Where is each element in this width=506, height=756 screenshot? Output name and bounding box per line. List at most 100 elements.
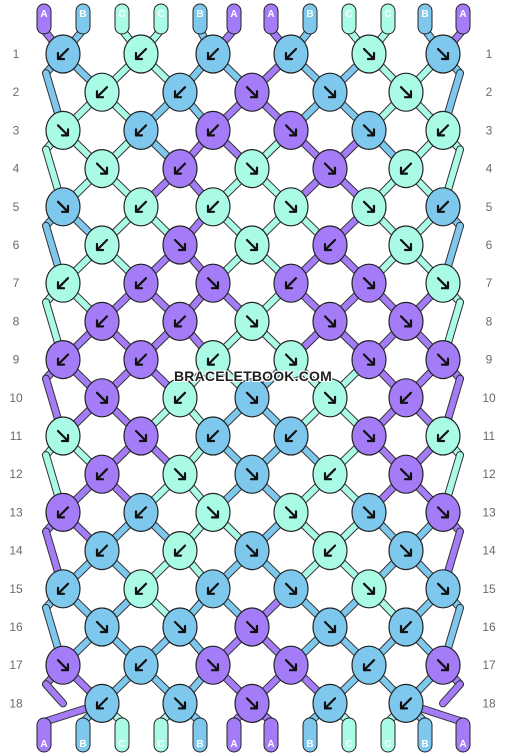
row-label-left: 8: [13, 314, 20, 328]
arrow-down-right-icon: [323, 86, 337, 99]
knot: [162, 72, 198, 112]
knot: [123, 492, 159, 533]
knot: [273, 340, 309, 380]
knot: [123, 110, 159, 150]
knot: [388, 225, 424, 265]
row-label-left: 15: [9, 582, 23, 596]
arrow-down-left-icon: [436, 124, 450, 137]
knot: [312, 607, 348, 647]
arrow-down-left-icon: [206, 200, 220, 213]
arrow-down-right-icon: [245, 697, 259, 710]
knot: [388, 530, 424, 571]
arrow-down-right-icon: [245, 238, 259, 252]
knot: [312, 454, 348, 494]
thread-segment: [440, 681, 463, 707]
row-label-left: 9: [13, 353, 20, 367]
knot: [162, 378, 198, 418]
knot: [123, 569, 159, 609]
thread-stub: [263, 717, 279, 753]
knot: [84, 301, 120, 341]
thread-end-bottom: A: [263, 717, 279, 753]
row-label-left: 2: [13, 85, 20, 99]
thread-end-top: A: [263, 3, 279, 35]
thread-stub: [226, 3, 242, 35]
knot: [425, 340, 461, 380]
thread-letter: B: [306, 9, 313, 20]
knot: [388, 607, 424, 647]
arrow-down-left-icon: [95, 544, 109, 557]
thread-end-top: C: [153, 3, 169, 35]
knot: [162, 454, 198, 494]
knot: [123, 34, 159, 74]
knot: [351, 340, 387, 380]
row-label-right: 8: [486, 314, 493, 328]
knot: [312, 225, 348, 265]
row-label-left: 14: [9, 544, 23, 558]
thread-end-bottom: C: [341, 717, 357, 753]
arrow-down-right-icon: [362, 429, 376, 443]
knot: [388, 301, 424, 341]
knot: [195, 645, 231, 685]
arrow-down-left-icon: [323, 544, 337, 557]
arrow-down-right-icon: [436, 659, 450, 672]
arrow-down-left-icon: [284, 47, 298, 61]
arrow-down-right-icon: [323, 315, 337, 328]
arrow-down-right-icon: [284, 506, 298, 519]
thread-end-bottom: A: [455, 717, 471, 753]
knot: [388, 149, 424, 189]
knot: [425, 34, 461, 74]
knot: [425, 187, 461, 227]
thread-stub: [455, 717, 471, 753]
arrow-down-left-icon: [134, 659, 148, 672]
knot: [388, 683, 424, 724]
arrow-down-left-icon: [436, 200, 450, 213]
arrow-down-left-icon: [173, 544, 187, 557]
knot: [234, 378, 270, 418]
arrow-down-left-icon: [56, 582, 70, 595]
arrow-down-left-icon: [134, 124, 148, 137]
knot: [425, 416, 461, 456]
thread-letter: C: [118, 9, 125, 20]
arrow-down-right-icon: [436, 277, 450, 290]
arrow-down-left-icon: [56, 506, 70, 519]
row-label-left: 5: [13, 200, 20, 214]
knot: [312, 683, 348, 724]
knot: [195, 187, 231, 227]
arrow-down-left-icon: [134, 277, 148, 290]
arrow-down-right-icon: [284, 200, 298, 213]
knot: [45, 645, 81, 685]
thread-stub: [153, 3, 169, 35]
arrow-down-left-icon: [95, 315, 109, 328]
thread-end-bottom: B: [75, 717, 91, 753]
arrow-down-right-icon: [399, 544, 413, 557]
arrow-down-right-icon: [362, 506, 376, 519]
arrow-down-left-icon: [323, 697, 337, 710]
arrow-down-right-icon: [362, 47, 376, 61]
thread-letter: A: [230, 9, 237, 20]
arrow-down-right-icon: [206, 659, 220, 672]
arrow-down-right-icon: [173, 238, 187, 252]
thread-letter: A: [267, 9, 274, 20]
row-label-left: 10: [9, 391, 23, 405]
arrow-down-right-icon: [323, 162, 337, 175]
thread-stub: [455, 3, 471, 35]
knot: [84, 454, 120, 494]
row-label-left: 11: [10, 429, 23, 443]
arrow-down-right-icon: [436, 582, 450, 595]
arrow-down-right-icon: [323, 620, 337, 634]
knot: [84, 149, 120, 189]
thread-end-bottom: A: [226, 717, 242, 753]
arrow-down-right-icon: [56, 429, 70, 443]
arrow-down-right-icon: [245, 162, 259, 175]
thread-end-bottom: C: [380, 717, 396, 753]
arrow-down-left-icon: [173, 162, 187, 175]
thread-end-bottom: A: [36, 717, 52, 753]
thread-letter: B: [421, 739, 428, 750]
knot: [123, 340, 159, 380]
row-label-right: 6: [486, 238, 493, 252]
arrow-down-right-icon: [362, 200, 376, 213]
thread-stub: [192, 717, 208, 753]
knot: [84, 607, 120, 647]
